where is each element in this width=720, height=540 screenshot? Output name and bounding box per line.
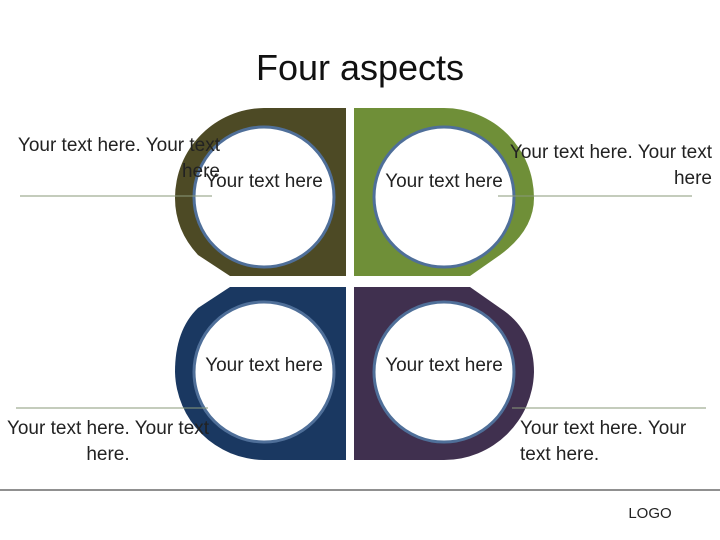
side-text-top-left: Your text here. Your text here: [17, 135, 220, 182]
side-text-bottom-right: Your text here. Your text here.: [520, 418, 687, 465]
circle-top-right: [372, 125, 516, 269]
slide-title: Four aspects: [255, 47, 465, 88]
circle-text-bottom-right: Your text here: [385, 355, 503, 376]
logo: LOGO: [628, 505, 672, 522]
side-text-top-right: Your text here. Your text here: [509, 142, 712, 189]
circle-text-top-right: Your text here: [385, 171, 503, 192]
side-text-bottom-left: Your text here. Your text here.: [6, 418, 210, 465]
circle-text-bottom-left: Your text here: [205, 355, 323, 376]
circle-text-top-left: Your text here: [205, 171, 323, 192]
circle-top-left: [192, 125, 336, 269]
circle-bottom-left: [192, 300, 336, 444]
circle-bottom-right: [372, 300, 516, 444]
